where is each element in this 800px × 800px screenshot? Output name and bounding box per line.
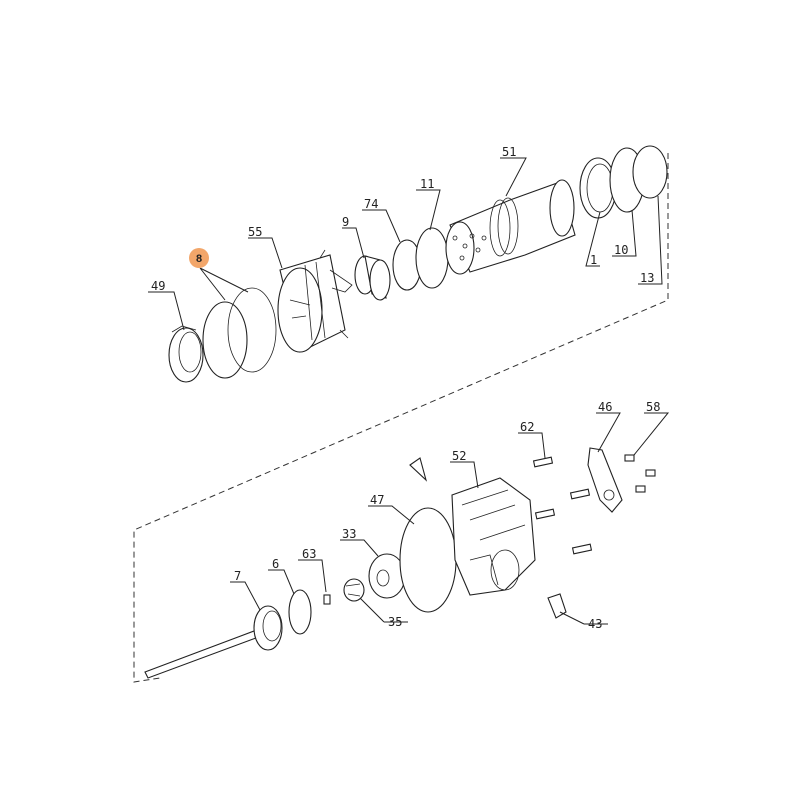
label-49: 49 bbox=[151, 279, 165, 293]
label-11: 11 bbox=[420, 177, 434, 191]
part-55-housing[interactable] bbox=[277, 249, 353, 353]
label-13: 13 bbox=[640, 271, 654, 285]
dashed-frame-line bbox=[133, 153, 669, 683]
label-6: 6 bbox=[272, 557, 279, 571]
label-10: 10 bbox=[614, 243, 628, 257]
part-62-screws[interactable] bbox=[532, 456, 593, 555]
part-52-housing[interactable] bbox=[451, 477, 536, 596]
label-46: 46 bbox=[598, 400, 612, 414]
part-7-shaft[interactable] bbox=[144, 605, 283, 679]
label-43: 43 bbox=[588, 617, 602, 631]
label-9: 9 bbox=[342, 215, 349, 229]
label-62: 62 bbox=[520, 420, 534, 434]
label-35: 35 bbox=[388, 615, 402, 629]
part-43-key[interactable] bbox=[547, 593, 567, 619]
part-49-ring[interactable] bbox=[168, 325, 204, 383]
label-33: 33 bbox=[342, 527, 356, 541]
part-13-ring[interactable] bbox=[632, 145, 668, 199]
part-8-orings[interactable] bbox=[202, 287, 277, 379]
small-wedge-part[interactable] bbox=[409, 457, 428, 482]
label-51: 51 bbox=[502, 145, 516, 159]
label-8: 8 bbox=[196, 253, 202, 265]
part-63-screw[interactable] bbox=[323, 594, 331, 605]
highlight-marker[interactable] bbox=[189, 248, 209, 268]
label-74: 74 bbox=[364, 197, 378, 211]
part-58-screws[interactable] bbox=[624, 454, 656, 493]
part-9-bushing[interactable] bbox=[354, 255, 391, 301]
part-47-gasket[interactable] bbox=[399, 507, 457, 613]
label-1: 1 bbox=[590, 253, 597, 267]
label-47: 47 bbox=[370, 493, 384, 507]
part-35-clutch[interactable] bbox=[343, 578, 365, 602]
label-55: 55 bbox=[248, 225, 262, 239]
label-7: 7 bbox=[234, 569, 241, 583]
part-51-cylinder[interactable] bbox=[445, 179, 576, 275]
part-6-ring[interactable] bbox=[288, 589, 312, 635]
leader-lines bbox=[148, 157, 670, 625]
part-46-plate[interactable] bbox=[587, 447, 623, 513]
label-52: 52 bbox=[452, 449, 466, 463]
label-63: 63 bbox=[302, 547, 316, 561]
label-58: 58 bbox=[646, 400, 660, 414]
part-11-ring[interactable] bbox=[415, 227, 449, 289]
